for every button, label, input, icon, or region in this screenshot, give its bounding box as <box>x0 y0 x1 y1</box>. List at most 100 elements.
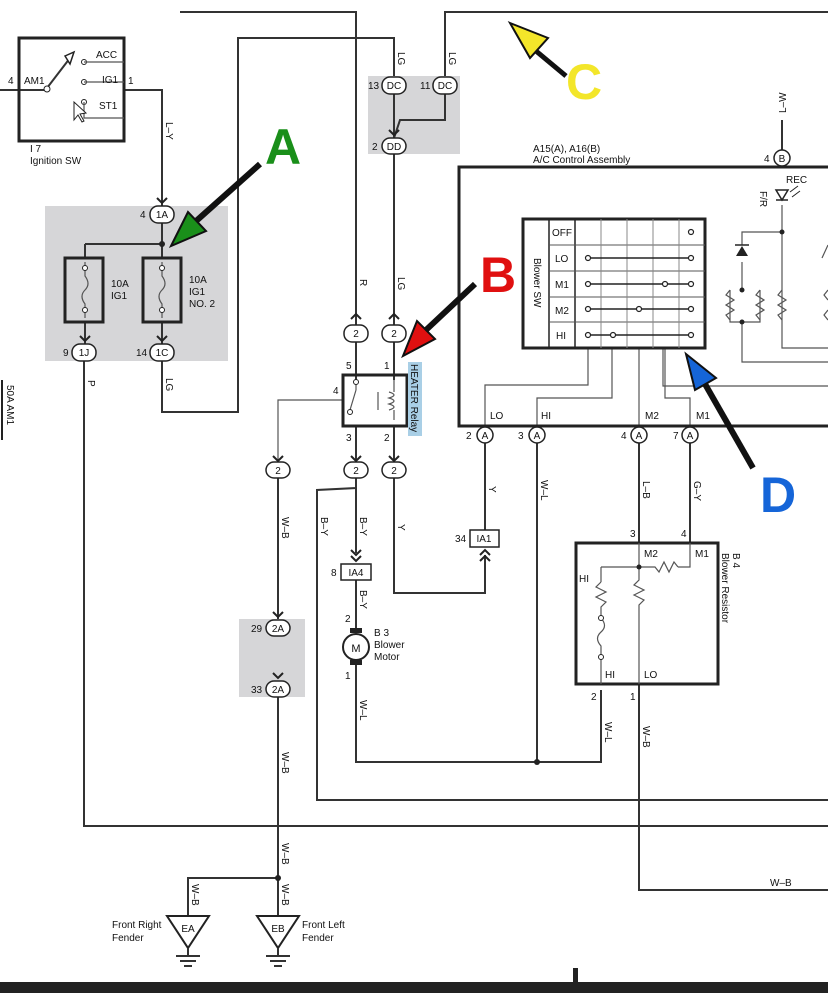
relay-pin-5: 5 <box>346 361 352 372</box>
connector-1j: 1J 9 <box>63 343 97 362</box>
motor-pin-2: 2 <box>345 614 351 625</box>
svg-text:11: 11 <box>420 81 431 92</box>
rec-label: REC <box>786 175 807 186</box>
callout-a-letter: A <box>265 119 301 175</box>
ac-out-hi: HI <box>541 411 551 422</box>
svg-text:4: 4 <box>621 431 627 442</box>
ignition-switch: ACC IG1 ST1 AM1 4 1 I 7 Ignition SW <box>8 36 134 167</box>
svg-text:1C: 1C <box>156 348 169 359</box>
svg-text:IA1: IA1 <box>476 534 491 545</box>
motor-symbol: M <box>351 643 360 655</box>
wire-lg-top2: LG <box>446 52 457 66</box>
connector-dd: DD 2 <box>372 137 407 155</box>
svg-text:2: 2 <box>391 329 397 340</box>
svg-text:13: 13 <box>368 81 380 92</box>
relay-pin-4: 4 <box>333 386 339 397</box>
connector-1c: 1C 14 <box>136 343 175 362</box>
wire-chevrons <box>79 129 491 680</box>
callout-b: B <box>401 247 516 359</box>
fuse2-amp: 10A <box>189 275 207 286</box>
connector-ia1: IA1 34 <box>455 529 500 548</box>
wire-gy: G–Y <box>691 481 702 501</box>
svg-text:1J: 1J <box>79 348 90 359</box>
connector-ia4: IA4 8 <box>331 563 372 581</box>
svg-text:A: A <box>534 431 541 442</box>
wire-wb-2: W–B <box>279 752 290 774</box>
wire-y-1: Y <box>395 524 406 531</box>
svg-text:2: 2 <box>353 466 359 477</box>
svg-text:IA4: IA4 <box>348 568 363 579</box>
ac-out-m2: M2 <box>645 411 659 422</box>
connector-b: B 4 <box>764 149 791 167</box>
wire-by-1: B–Y <box>318 517 329 536</box>
wire-wb-7: W–B <box>770 878 792 889</box>
ign-pin-4: 4 <box>8 76 14 87</box>
motor-name2: Motor <box>374 652 400 663</box>
wire-lb: L–B <box>640 481 651 499</box>
relay-pin-3: 3 <box>346 433 352 444</box>
blower-row-off: OFF <box>552 228 572 239</box>
connector-1a: 1A 4 <box>140 205 175 224</box>
wire-wb-6: W–B <box>640 726 651 748</box>
blower-switch: Blower SW OFF LO M1 M2 HI <box>521 217 707 350</box>
ground-eb-name1: Front Left <box>302 920 345 931</box>
bottom-bar <box>0 982 828 993</box>
resistor-m2: M2 <box>644 549 658 560</box>
connector-a-m2: A 4 <box>621 426 648 444</box>
wire-wb-3: W–B <box>279 843 290 865</box>
fuse2-name: IG1 <box>189 287 206 298</box>
svg-text:2A: 2A <box>272 624 285 635</box>
ignition-name: Ignition SW <box>30 156 82 167</box>
wire-ly: L–Y <box>163 122 174 140</box>
svg-text:3: 3 <box>518 431 524 442</box>
ac-out-lo: LO <box>490 411 504 422</box>
ground-ea-label: EA <box>181 924 195 935</box>
ground-eb-label: EB <box>271 924 285 935</box>
svg-text:2: 2 <box>391 466 397 477</box>
svg-text:DD: DD <box>387 142 401 153</box>
wire-lw: L–W <box>778 92 789 113</box>
callout-d: D <box>684 351 796 523</box>
wire-by-3: B–Y <box>357 590 368 609</box>
resistor-m1: M1 <box>695 549 709 560</box>
am1-label: AM1 <box>24 76 45 87</box>
relay-pin-1: 1 <box>384 361 390 372</box>
ground-eb-name2: Fender <box>302 933 334 944</box>
svg-text:DC: DC <box>438 81 452 92</box>
svg-text:1A: 1A <box>156 210 169 221</box>
svg-text:8: 8 <box>331 568 337 579</box>
resistor-pin-3: 3 <box>630 529 636 540</box>
wire-lg-top1: LG <box>395 52 406 66</box>
fuse1-name: IG1 <box>111 291 128 302</box>
resistor-ref: B 4 <box>730 553 741 568</box>
svg-text:2: 2 <box>353 329 359 340</box>
blower-row-hi: HI <box>556 331 566 342</box>
ac-ref: A15(A), A16(B) <box>533 144 600 155</box>
wire-labels: L–Y LG LG LG LG R P W–B W–B W–B W–B W–B … <box>85 52 792 906</box>
svg-text:2: 2 <box>372 142 378 153</box>
ignition-ref: I 7 <box>30 144 42 155</box>
led-icon <box>774 189 790 202</box>
blower-row-lo: LO <box>555 254 569 265</box>
st1-label: ST1 <box>99 101 118 112</box>
svg-text:B: B <box>779 154 786 165</box>
fuse1-amp: 10A <box>111 279 129 290</box>
wire-r: R <box>357 279 368 286</box>
resistor-pin-1: 1 <box>630 692 636 703</box>
svg-text:2: 2 <box>466 431 472 442</box>
wire-lg-mid: LG <box>395 277 406 291</box>
connector-2-a: 2 <box>265 461 291 479</box>
callout-c-letter: C <box>566 54 602 110</box>
resistor-pin-4: 4 <box>681 529 687 540</box>
wires <box>0 11 828 916</box>
ground-ea-name1: Front Right <box>112 920 162 931</box>
blower-sw-title: Blower SW <box>531 258 542 308</box>
resistor-name: Blower Resistor <box>719 553 730 624</box>
svg-text:DC: DC <box>387 81 401 92</box>
fuse-block: 10A IG1 10A IG1 NO. 2 <box>63 241 216 324</box>
wire-wb-4: W–B <box>189 884 200 906</box>
blower-row-m2: M2 <box>555 306 569 317</box>
resistor-lo-out: LO <box>644 670 658 681</box>
ground-ea-name2: Fender <box>112 933 144 944</box>
